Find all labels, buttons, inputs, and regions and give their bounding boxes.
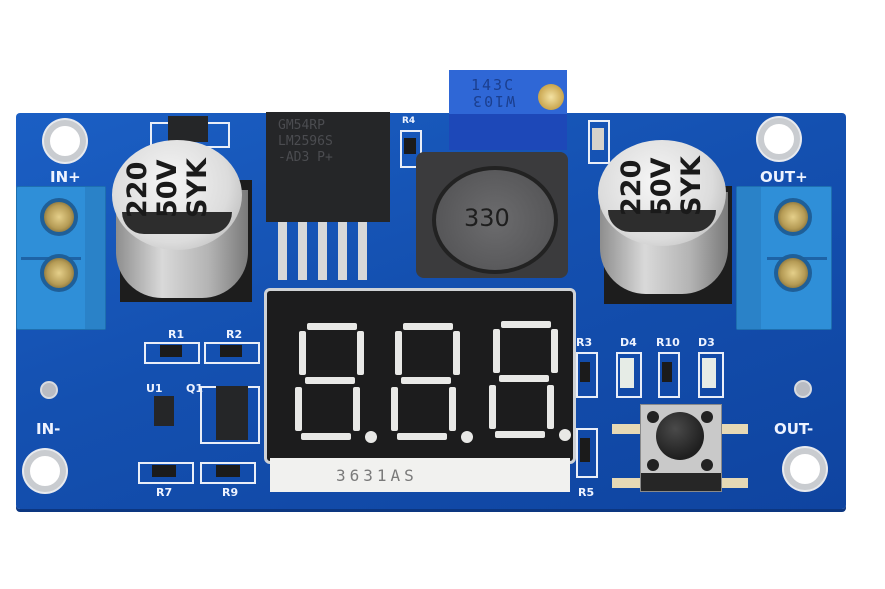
led-d4 — [620, 358, 634, 388]
test-pad-in-minus — [40, 381, 58, 399]
r10-footprint — [658, 352, 680, 398]
mounting-hole-bottom-left — [24, 450, 66, 492]
u1-label: U1 — [146, 382, 163, 395]
schottky-diode — [168, 116, 208, 142]
led-d3 — [702, 358, 716, 388]
input-screw-plus[interactable] — [40, 198, 78, 236]
q1-label: Q1 — [186, 382, 204, 395]
r1-footprint — [144, 342, 200, 364]
d3-footprint — [698, 352, 724, 398]
capacitor-left-top — [112, 140, 242, 250]
button-lead-br — [720, 478, 748, 488]
regulator-pin-5 — [358, 222, 367, 280]
pot-adjust-screw[interactable] — [538, 84, 564, 110]
resistor-r9 — [216, 465, 240, 477]
smd-capacitor — [592, 128, 604, 150]
r7-label: R7 — [156, 486, 173, 499]
r3-footprint — [576, 352, 598, 398]
c-footprint — [588, 120, 610, 164]
regulator-pin-3 — [318, 222, 327, 280]
resistor-r3 — [580, 362, 590, 382]
button-lead-tr — [720, 424, 748, 434]
lm2596-regulator-ic: GM54RP LM2596S -AD3 P+ — [266, 112, 390, 222]
regulator-pin-4 — [338, 222, 347, 280]
regulator-pin-2 — [298, 222, 307, 280]
output-screw-minus[interactable] — [774, 254, 812, 292]
d3-label: D3 — [698, 336, 715, 349]
inductor-core: 330 — [432, 166, 558, 274]
r4-footprint — [400, 130, 422, 168]
resistor-r5 — [580, 438, 590, 462]
output-screw-plus[interactable] — [774, 198, 812, 236]
input-screw-minus[interactable] — [40, 254, 78, 292]
display-part-number: 3631AS — [336, 466, 418, 485]
mounting-hole-top-right — [758, 118, 800, 160]
capacitor-right-marking-2: 50V — [646, 157, 677, 216]
ic-u1 — [154, 396, 174, 426]
push-button-cap[interactable] — [656, 412, 704, 460]
in-plus-label: IN+ — [50, 168, 81, 186]
resistor-r7 — [152, 465, 176, 477]
mounting-hole-top-left — [44, 120, 86, 162]
r1-label: R1 — [168, 328, 185, 341]
r3-label: R3 — [576, 336, 593, 349]
regulator-marking-3: -AD3 P+ — [278, 150, 333, 165]
capacitor-left-marking-3: SYK — [182, 158, 213, 218]
inductor-marking: 330 — [464, 204, 510, 232]
pot-marking-2: W103 — [471, 92, 516, 110]
capacitor-right-marking-3: SYK — [676, 156, 707, 216]
r9-label: R9 — [222, 486, 239, 499]
out-plus-label: OUT+ — [760, 168, 808, 186]
capacitor-right-top — [598, 140, 726, 246]
regulator-marking-1: GM54RP — [278, 118, 325, 133]
d4-label: D4 — [620, 336, 637, 349]
out-minus-label: OUT- — [774, 420, 814, 438]
r10-label: R10 — [656, 336, 680, 349]
mounting-hole-bottom-right — [784, 448, 826, 490]
pot-marking-1: 143C — [471, 76, 516, 94]
r7-footprint — [138, 462, 194, 484]
r5-footprint — [576, 428, 598, 478]
resistor-r4 — [404, 138, 416, 154]
capacitor-right-marking-1: 220 — [616, 159, 647, 216]
resistor-r10 — [662, 362, 672, 382]
regulator-marking-2: LM2596S — [278, 134, 333, 149]
button-lead-tl — [612, 424, 640, 434]
r5-label: R5 — [578, 486, 595, 499]
display-label-strip: 3631AS — [270, 458, 570, 492]
in-minus-label: IN- — [36, 420, 61, 438]
transistor-q1 — [216, 386, 248, 440]
r2-footprint — [204, 342, 260, 364]
r9-footprint — [200, 462, 256, 484]
capacitor-left-marking-2: 50V — [152, 159, 183, 218]
regulator-pin-1 — [278, 222, 287, 280]
r2-label: R2 — [226, 328, 243, 341]
resistor-r1 — [160, 345, 182, 357]
r4-label: R4 — [402, 116, 416, 126]
d4-footprint — [616, 352, 642, 398]
resistor-r2 — [220, 345, 242, 357]
button-lead-bl — [612, 478, 640, 488]
capacitor-left-marking-1: 220 — [122, 161, 153, 218]
test-pad-out-minus — [794, 380, 812, 398]
trim-potentiometer[interactable]: 143C W103 — [449, 70, 567, 150]
seven-segment-display — [264, 288, 576, 464]
